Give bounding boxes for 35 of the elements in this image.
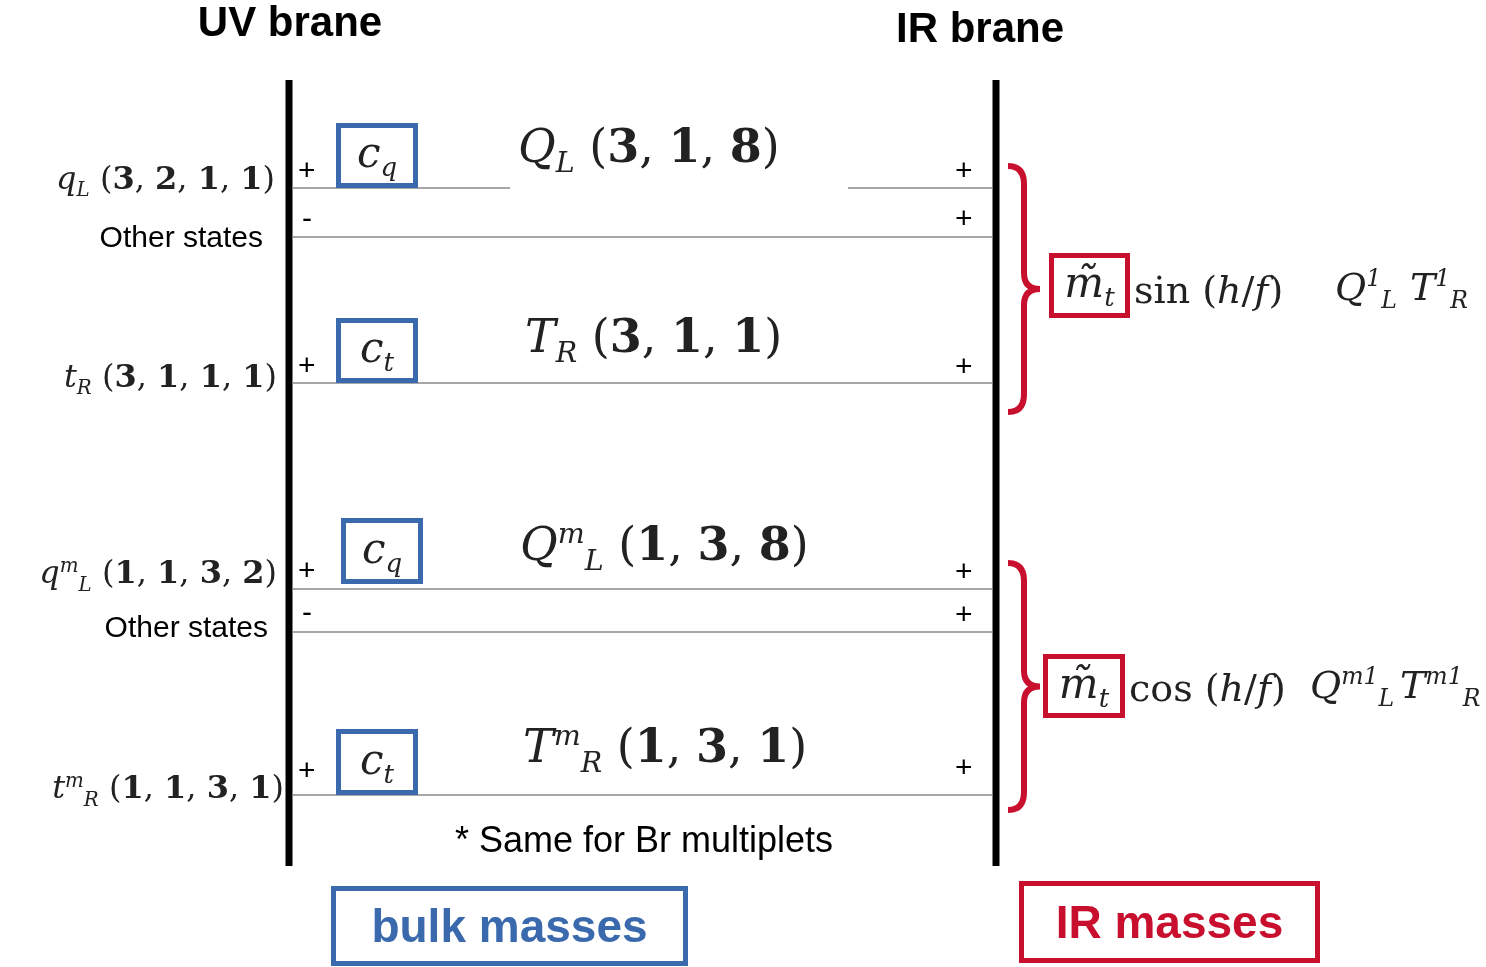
bulk-multiplet: Q$_{L}$ (3, 1, 8) [518,122,780,178]
bulk-multiplet: T$_{R}$ (3, 1, 1) [525,312,783,368]
mixing-term: sin (h/f) [1134,271,1284,309]
bulk-mass-parameter-box: c$_{t}$ [336,318,418,383]
boundary-sign: + [955,599,973,629]
bulk-mass-parameter-box: c$_{q}$ [336,123,418,188]
field-multiplet: q$_{L}$ (3, 2, 1, 1) [56,161,275,201]
footnote: * Same for Br multiplets [455,822,834,858]
boundary-sign: + [298,155,316,185]
other-states-label: Other states [99,222,263,252]
bulk-mass-parameter-box: c$_{t}$ [336,729,418,795]
ir-mass-parameter-box: m̃$_{t}$ [1043,654,1125,718]
boundary-sign: + [955,203,973,233]
boundary-sign: + [955,155,973,185]
field-multiplet: q$^{m}$$_{L}$ (1, 1, 3, 2) [39,555,277,595]
boundary-sign: + [955,351,973,381]
brane-heading: IR brane [896,7,1064,49]
boundary-sign: - [302,597,312,627]
boundary-sign: + [298,555,316,585]
ir-mass-parameter-box: m̃$_{t}$ [1049,253,1130,318]
field-multiplet: t$_{R}$ (3, 1, 1, 1) [63,359,277,399]
boundary-sign: - [302,203,312,233]
bulk-mass-parameter-box: c$_{q}$ [341,518,423,584]
legend-key-box: IR masses [1019,881,1320,963]
brane-heading: UV brane [197,1,383,43]
boundary-sign: + [955,556,973,586]
boundary-sign: + [955,752,973,782]
boundary-sign: + [298,350,316,380]
bulk-multiplet: T$^{m}$$_{R}$ (1, 3, 1) [523,722,808,778]
boundary-sign: + [298,755,316,785]
field-multiplet: t$^{m}$$_{R}$ (1, 1, 3, 1) [52,770,284,810]
mixing-term: cos (h/f) [1129,669,1286,707]
legend-key-box: bulk masses [331,886,688,966]
bulk-multiplet: Q$^{m}$$_{L}$ (1, 3, 8) [520,520,809,576]
other-states-label: Other states [104,612,268,642]
